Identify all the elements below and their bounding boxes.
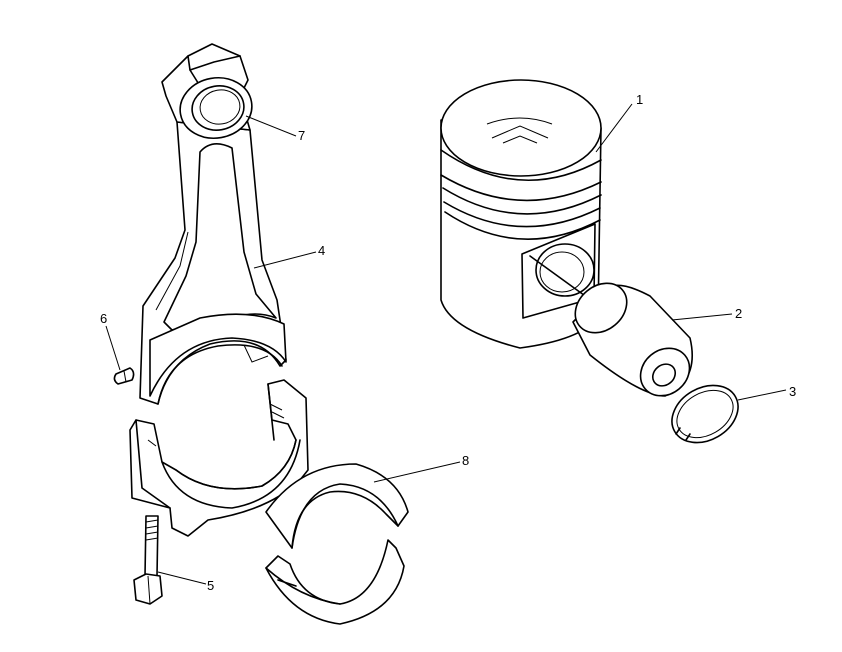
callout-8-label: 8 [462,453,469,468]
callout-labels: 1 2 3 4 5 6 7 8 [100,92,796,593]
callout-4-label: 4 [318,243,325,258]
dowel [113,367,135,385]
callout-5-label: 5 [207,578,214,593]
rod-bearing-shells [265,463,409,625]
leader-lines [105,103,787,585]
piston [440,79,602,349]
callout-6-label: 6 [100,311,107,326]
callout-2-label: 2 [735,306,742,321]
callout-3-label: 3 [789,384,796,399]
retaining-ring [671,384,739,444]
piston-pin [572,282,694,397]
rod-bolt [133,515,163,605]
connecting-rod-cap [129,379,309,537]
callout-7-label: 7 [298,128,305,143]
callout-1-label: 1 [636,92,643,107]
connecting-rod [139,43,287,405]
